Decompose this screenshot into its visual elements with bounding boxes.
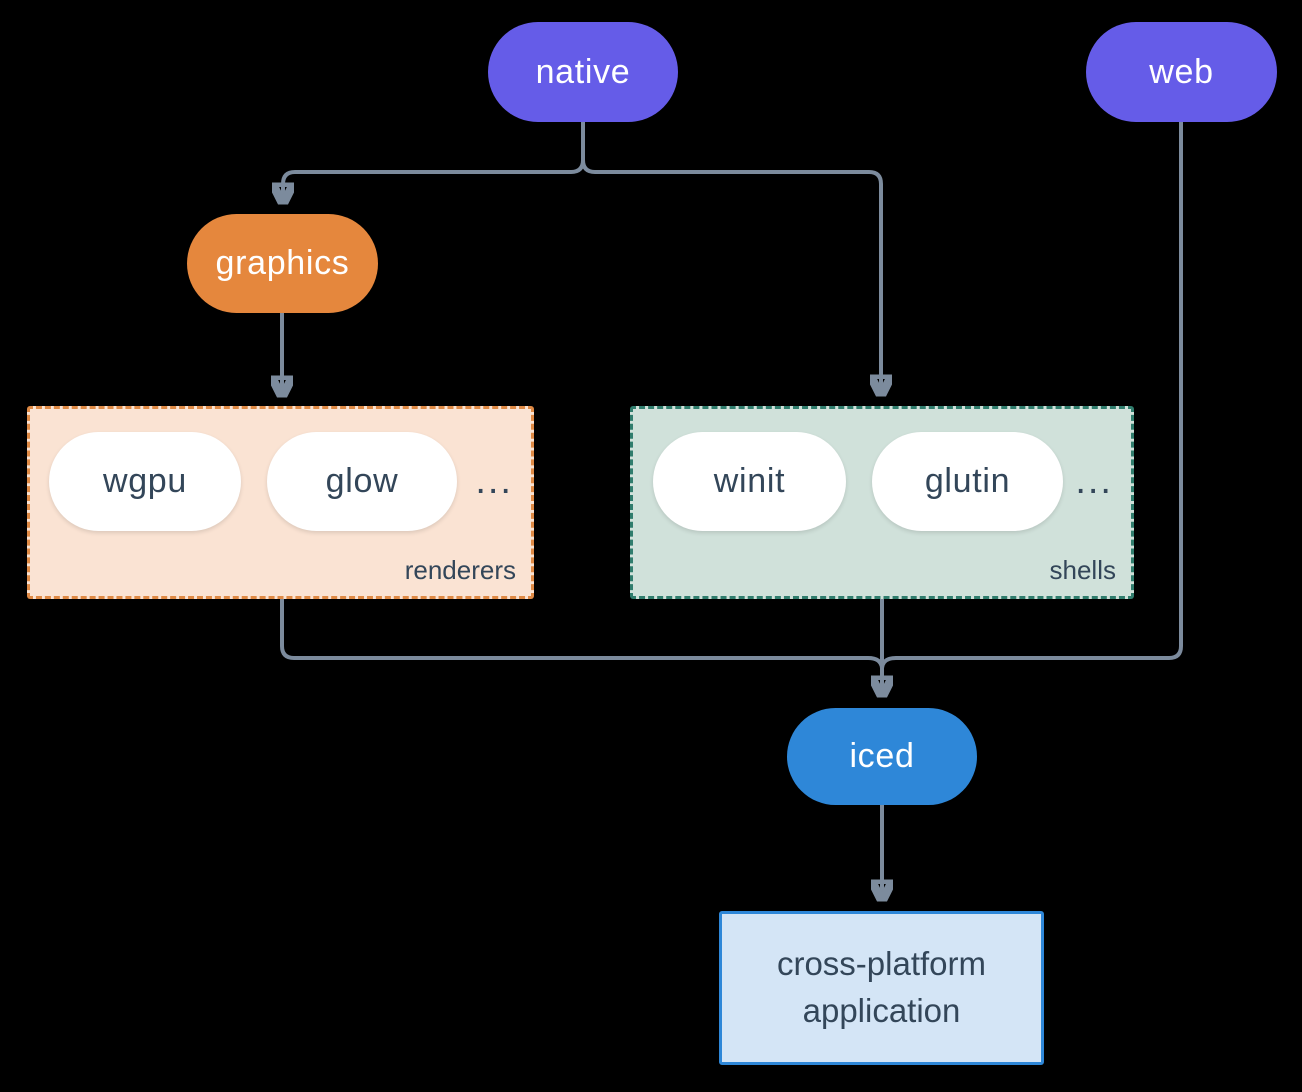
renderers-ellipsis: ... [475,460,513,502]
edge-native-graphics [283,122,585,198]
node-wgpu-label: wgpu [102,462,187,500]
node-glow-label: glow [325,462,399,500]
node-glutin-label: glutin [924,462,1011,500]
node-winit-label: winit [713,462,786,500]
node-native: native [488,22,678,122]
node-graphics-label: graphics [215,244,350,282]
node-graphics: graphics [187,214,378,313]
node-native-label: native [535,52,631,91]
node-iced: iced [787,708,977,805]
node-winit: winit [653,432,846,531]
node-glutin: glutin [872,432,1063,531]
group-renderers: wgpu glow ... renderers [27,406,534,599]
shells-group-label: shells [1049,555,1116,585]
edge-web-merge [880,122,1183,669]
edge-native-shells [581,122,881,390]
node-application-label: cross-platform application [776,945,987,1029]
node-wgpu: wgpu [49,432,241,531]
renderers-group-label: renderers [404,555,516,585]
node-iced-label: iced [849,737,915,775]
node-web: web [1086,22,1277,122]
node-web-label: web [1149,52,1214,91]
node-glow: glow [267,432,457,531]
group-shells: winit glutin ... shells [630,406,1134,599]
shells-ellipsis: ... [1075,460,1113,502]
edge-renderers-merge [280,599,884,669]
node-application: cross-platform application [719,911,1044,1065]
